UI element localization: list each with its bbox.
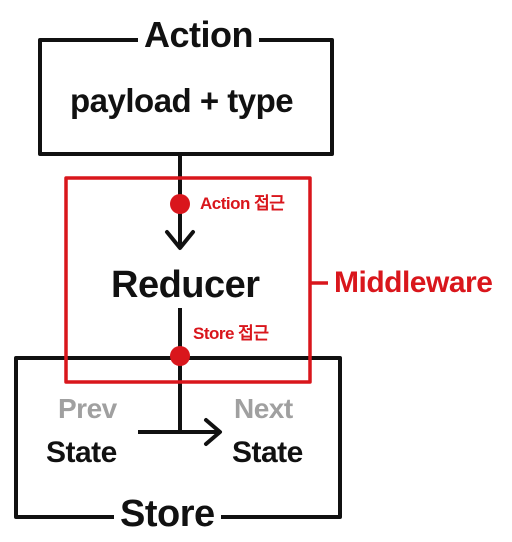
middleware-box bbox=[64, 176, 312, 384]
store-access-label: Store 접근 bbox=[193, 324, 269, 343]
next-state-label: State bbox=[232, 436, 303, 469]
reducer-label: Reducer bbox=[111, 264, 260, 306]
action-title: Action bbox=[138, 17, 259, 53]
action-content: payload + type bbox=[70, 82, 294, 119]
middleware-label: Middleware bbox=[334, 266, 493, 299]
next-label: Next bbox=[234, 393, 293, 424]
prev-state-label: State bbox=[46, 436, 117, 469]
state-transition-arrowhead bbox=[204, 418, 222, 446]
store-access-dot bbox=[170, 346, 190, 366]
action-access-label: Action 접근 bbox=[200, 194, 285, 213]
action-access-dot bbox=[170, 194, 190, 214]
action-to-reducer-arrowhead bbox=[165, 230, 195, 250]
prev-label: Prev bbox=[58, 393, 117, 424]
store-title: Store bbox=[114, 495, 221, 533]
